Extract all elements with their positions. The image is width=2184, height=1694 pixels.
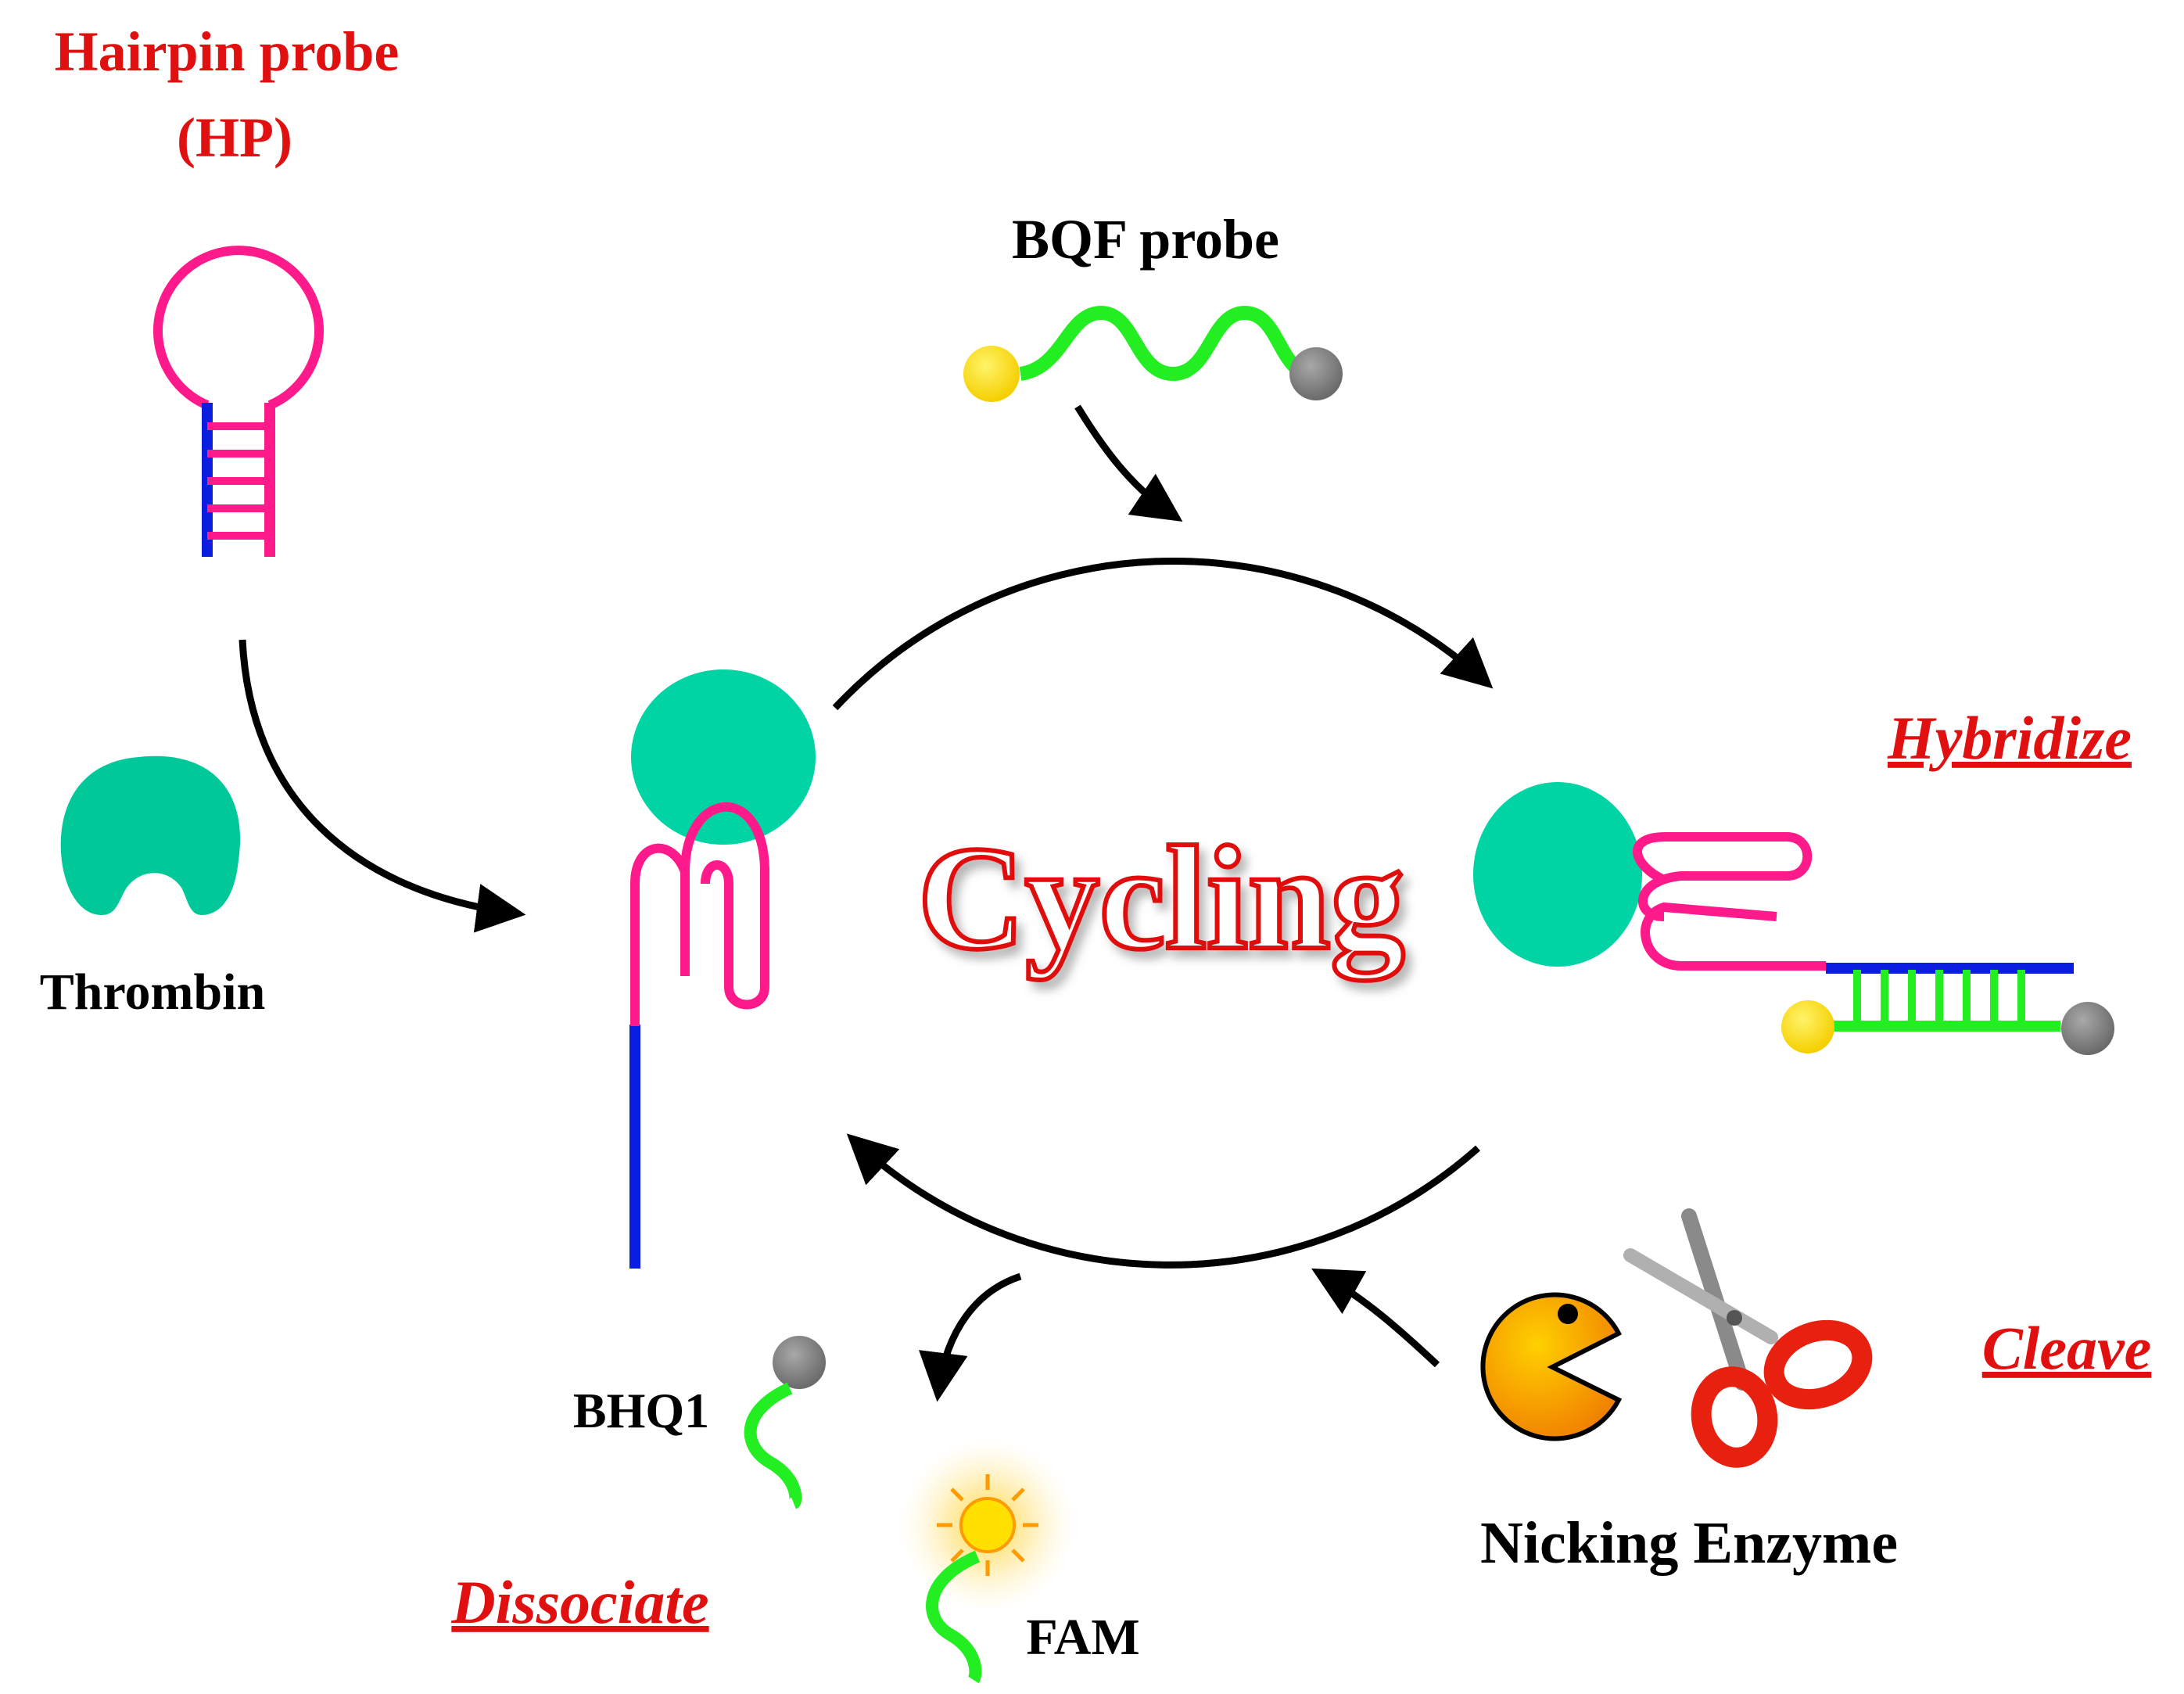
cycle-arc-top bbox=[832, 557, 1494, 711]
bqf-probe-label: BQF probe bbox=[1012, 208, 1279, 271]
thrombin-bound-icon-right bbox=[1473, 782, 1642, 967]
hairpin-probe-abbrev: (HP) bbox=[177, 106, 292, 169]
step-cleave: Cleave bbox=[1982, 1314, 2152, 1382]
thrombin-bound-icon bbox=[631, 669, 816, 845]
nicking-enzyme-label: Nicking Enzyme bbox=[1480, 1510, 1898, 1576]
quencher-dot-icon-right bbox=[2061, 1002, 2114, 1055]
fam-dot-icon bbox=[959, 1497, 1016, 1553]
arrow-hp-to-complex bbox=[238, 639, 526, 933]
bhq1-label: BHQ1 bbox=[573, 1383, 709, 1438]
hairpin-probe-icon bbox=[153, 246, 324, 557]
arrow-bqf-in bbox=[1074, 404, 1183, 522]
scissors-icon bbox=[1623, 1208, 1873, 1468]
quencher-dot-icon bbox=[1289, 347, 1343, 400]
arrow-dissociate-out bbox=[919, 1272, 1022, 1402]
thrombin-label: Thrombin bbox=[40, 964, 266, 1021]
fam-label: FAM bbox=[1026, 1609, 1139, 1666]
step-hybridize: Hybridize bbox=[1887, 704, 2132, 772]
quencher-dot-icon-released bbox=[773, 1336, 826, 1389]
thrombin-aptamer-complex bbox=[629, 669, 816, 1269]
hairpin-probe-title: Hairpin probe bbox=[55, 20, 400, 83]
cycling-label: Cycling bbox=[918, 816, 1405, 981]
fluorophore-dot-icon-right bbox=[1781, 1000, 1834, 1053]
step-dissociate: Dissociate bbox=[450, 1568, 708, 1636]
arrow-cleave-in bbox=[1311, 1268, 1440, 1368]
hybridized-complex bbox=[1473, 782, 2114, 1055]
thrombin-icon bbox=[60, 755, 241, 915]
fam-fragment bbox=[900, 1437, 1075, 1684]
bqf-probe-icon bbox=[963, 305, 1343, 402]
nicking-enzyme-icon bbox=[1480, 1292, 1623, 1441]
fluorophore-dot-icon bbox=[963, 346, 1020, 402]
pacman-icon bbox=[1480, 1292, 1623, 1441]
bhq1-fragment bbox=[744, 1336, 826, 1509]
cycle-arc-bottom bbox=[846, 1133, 1480, 1269]
